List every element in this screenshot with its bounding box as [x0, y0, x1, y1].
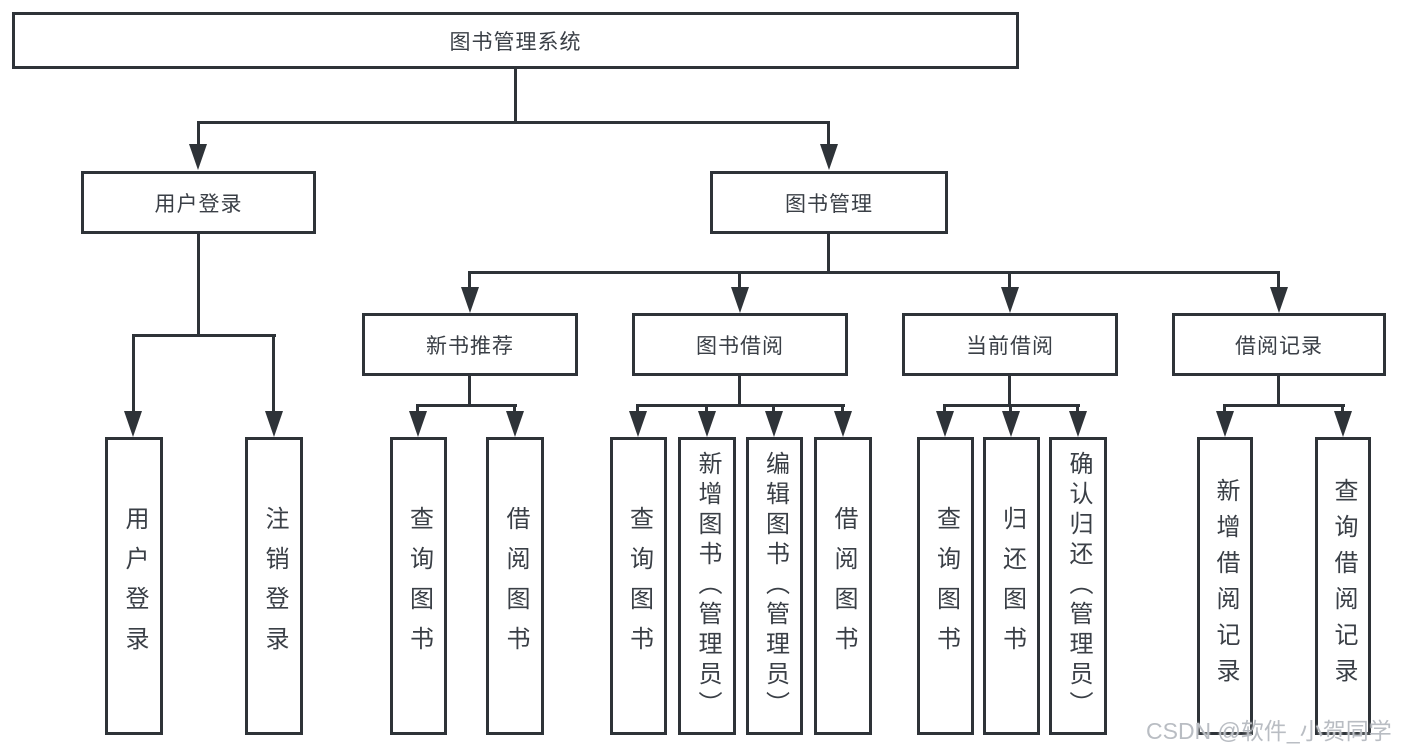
arrowhead-down-icon [936, 411, 954, 437]
connector-vline [636, 404, 639, 413]
connector-vline [468, 271, 471, 289]
arrowhead-down-icon [1216, 411, 1234, 437]
arrowhead-down-icon [265, 411, 283, 437]
node-new-book-recommend: 新书推荐 [362, 313, 578, 376]
node-leaf-borrow-books-1: 借阅图书 [486, 437, 544, 735]
connector-vline [1277, 375, 1280, 406]
node-leaf-query-books-3: 查询图书 [917, 437, 974, 735]
connector-vline [705, 404, 708, 413]
arrowhead-down-icon [506, 411, 524, 437]
node-leaf-add-books-admin: 新增图书（管理员） [678, 437, 736, 735]
connector-hline [468, 271, 1280, 274]
connector-hline [416, 404, 517, 407]
connector-vline [1009, 404, 1012, 413]
arrowhead-down-icon [731, 287, 749, 313]
connector-vline [738, 271, 741, 289]
connector-hline [1223, 404, 1345, 407]
node-current-borrowing: 当前借阅 [902, 313, 1118, 376]
connector-hline [132, 334, 276, 337]
connector-vline [272, 334, 275, 413]
connector-vline [827, 233, 830, 274]
node-library-management-system: 图书管理系统 [12, 12, 1019, 69]
connector-hline [197, 121, 830, 124]
arrowhead-down-icon [1002, 411, 1020, 437]
arrowhead-down-icon [820, 144, 838, 170]
node-borrowing-records: 借阅记录 [1172, 313, 1386, 376]
arrowhead-down-icon [409, 411, 427, 437]
connector-vline [513, 404, 516, 413]
connector-vline [197, 233, 200, 336]
node-book-management: 图书管理 [710, 171, 948, 234]
connector-vline [738, 375, 741, 406]
arrowhead-down-icon [698, 411, 716, 437]
arrowhead-down-icon [1270, 287, 1288, 313]
node-book-borrowing: 图书借阅 [632, 313, 848, 376]
connector-vline [468, 375, 471, 406]
arrowhead-down-icon [124, 411, 142, 437]
connector-vline [1008, 375, 1011, 406]
node-leaf-edit-books-admin: 编辑图书（管理员） [746, 437, 803, 735]
arrowhead-down-icon [189, 144, 207, 170]
node-leaf-return-books: 归还图书 [983, 437, 1040, 735]
node-leaf-add-borrow-record: 新增借阅记录 [1197, 437, 1253, 735]
arrowhead-down-icon [1069, 411, 1087, 437]
node-leaf-query-borrow-record: 查询借阅记录 [1315, 437, 1371, 735]
connector-vline [416, 404, 419, 413]
connector-vline [197, 121, 200, 146]
node-leaf-logout: 注销登录 [245, 437, 303, 735]
node-leaf-confirm-return-admin: 确认归还（管理员） [1049, 437, 1107, 735]
connector-vline [943, 404, 946, 413]
csdn-watermark: CSDN @软件_小贺同学 [1146, 718, 1392, 744]
arrowhead-down-icon [1334, 411, 1352, 437]
connector-vline [827, 121, 830, 146]
arrowhead-down-icon [1001, 287, 1019, 313]
node-leaf-query-books-1: 查询图书 [390, 437, 447, 735]
connector-vline [1223, 404, 1226, 413]
node-leaf-user-login: 用户登录 [105, 437, 163, 735]
connector-vline [841, 404, 844, 413]
arrowhead-down-icon [765, 411, 783, 437]
connector-vline [1008, 271, 1011, 289]
connector-hline [636, 404, 845, 407]
connector-vline [1076, 404, 1079, 413]
node-user-login: 用户登录 [81, 171, 316, 234]
connector-vline [1277, 271, 1280, 289]
node-leaf-query-books-2: 查询图书 [610, 437, 667, 735]
arrowhead-down-icon [834, 411, 852, 437]
node-leaf-borrow-books-2: 借阅图书 [814, 437, 872, 735]
connector-vline [772, 404, 775, 413]
connector-vline [132, 334, 135, 413]
connector-vline [1341, 404, 1344, 413]
connector-vline [514, 67, 517, 123]
arrowhead-down-icon [629, 411, 647, 437]
arrowhead-down-icon [461, 287, 479, 313]
